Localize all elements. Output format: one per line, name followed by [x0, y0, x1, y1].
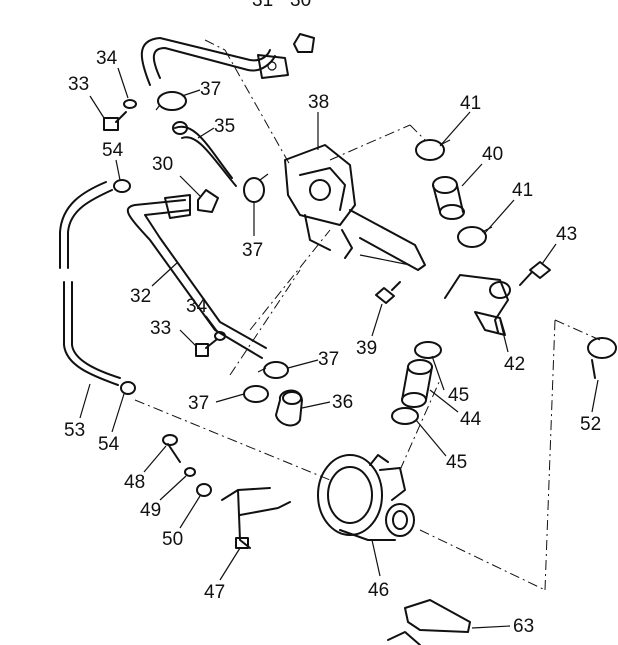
part-33-bolt-mid — [195, 339, 217, 357]
label-31: 31 — [252, 0, 273, 11]
part-44-sleeve — [401, 359, 433, 408]
label-41-top: 41 — [460, 93, 481, 114]
label-39: 39 — [356, 338, 377, 359]
part-52-bracket — [587, 337, 617, 379]
label-32: 32 — [130, 286, 151, 307]
label-33-mid: 33 — [150, 318, 171, 339]
label-37-b: 37 — [242, 240, 263, 261]
part-34-washer-top — [123, 99, 137, 109]
part-37-clamp-b — [243, 173, 269, 203]
label-41-bottom: 41 — [512, 180, 533, 201]
part-63-shield — [387, 599, 471, 645]
part-30-cap-top — [293, 33, 315, 53]
label-37-c: 37 — [318, 349, 339, 370]
part-41-clamp-top — [415, 139, 451, 161]
part-50-washer — [196, 483, 212, 497]
label-46: 46 — [368, 580, 389, 601]
label-49: 49 — [140, 500, 161, 521]
label-54-bottom: 54 — [98, 434, 120, 455]
label-40: 40 — [482, 144, 503, 165]
part-33-bolt-top — [103, 111, 127, 131]
label-50: 50 — [162, 529, 183, 550]
part-45-clamp-top — [414, 341, 442, 359]
part-48-bolt — [162, 434, 181, 463]
label-34-top: 34 — [96, 48, 118, 69]
part-47-bracket — [221, 487, 291, 549]
part-49-washer — [184, 467, 196, 477]
label-52: 52 — [580, 414, 601, 435]
part-36-hose — [275, 389, 303, 427]
part-40-sleeve — [432, 176, 465, 220]
label-35: 35 — [214, 116, 235, 137]
label-33-top: 33 — [68, 74, 89, 95]
part-54-clamp-top — [113, 179, 131, 193]
callout-leaders — [79, 67, 599, 629]
part-37-clamp-c — [257, 361, 289, 379]
part-number-labels: 31 30 34 33 37 35 38 41 40 41 43 54 30 3… — [64, 0, 601, 637]
label-45-top: 45 — [448, 385, 469, 406]
label-47: 47 — [204, 582, 225, 603]
part-32-pipe — [126, 194, 267, 359]
label-43: 43 — [556, 224, 577, 245]
part-43-bolt — [519, 261, 551, 286]
label-42: 42 — [504, 354, 525, 375]
part-35-hose — [172, 121, 237, 187]
label-48: 48 — [124, 472, 145, 493]
label-36: 36 — [332, 392, 353, 413]
label-37-a: 37 — [200, 79, 221, 100]
label-30-top: 30 — [290, 0, 311, 11]
part-34-washer-mid — [214, 331, 226, 341]
part-45-clamp-bottom — [391, 407, 419, 425]
part-41-clamp-bottom — [457, 226, 493, 248]
part-54-clamp-bottom — [120, 381, 136, 395]
label-37-d: 37 — [188, 393, 209, 414]
part-38-valve — [284, 144, 426, 271]
label-34-mid: 34 — [186, 296, 208, 317]
label-30-mid: 30 — [152, 154, 173, 175]
part-39-bolt — [375, 281, 401, 304]
label-45-bottom: 45 — [446, 452, 467, 473]
part-42-pipe — [444, 274, 511, 336]
part-37-clamp-a — [155, 91, 187, 111]
label-63: 63 — [513, 616, 534, 637]
label-38: 38 — [308, 92, 329, 113]
label-53: 53 — [64, 420, 85, 441]
part-30-cap-mid — [197, 189, 219, 213]
label-54-top: 54 — [102, 140, 124, 161]
label-44: 44 — [460, 409, 482, 430]
part-53-hose — [59, 181, 121, 386]
part-37-clamp-d — [243, 385, 269, 403]
part-31-pipe — [140, 37, 289, 86]
part-46-valve — [317, 454, 415, 541]
